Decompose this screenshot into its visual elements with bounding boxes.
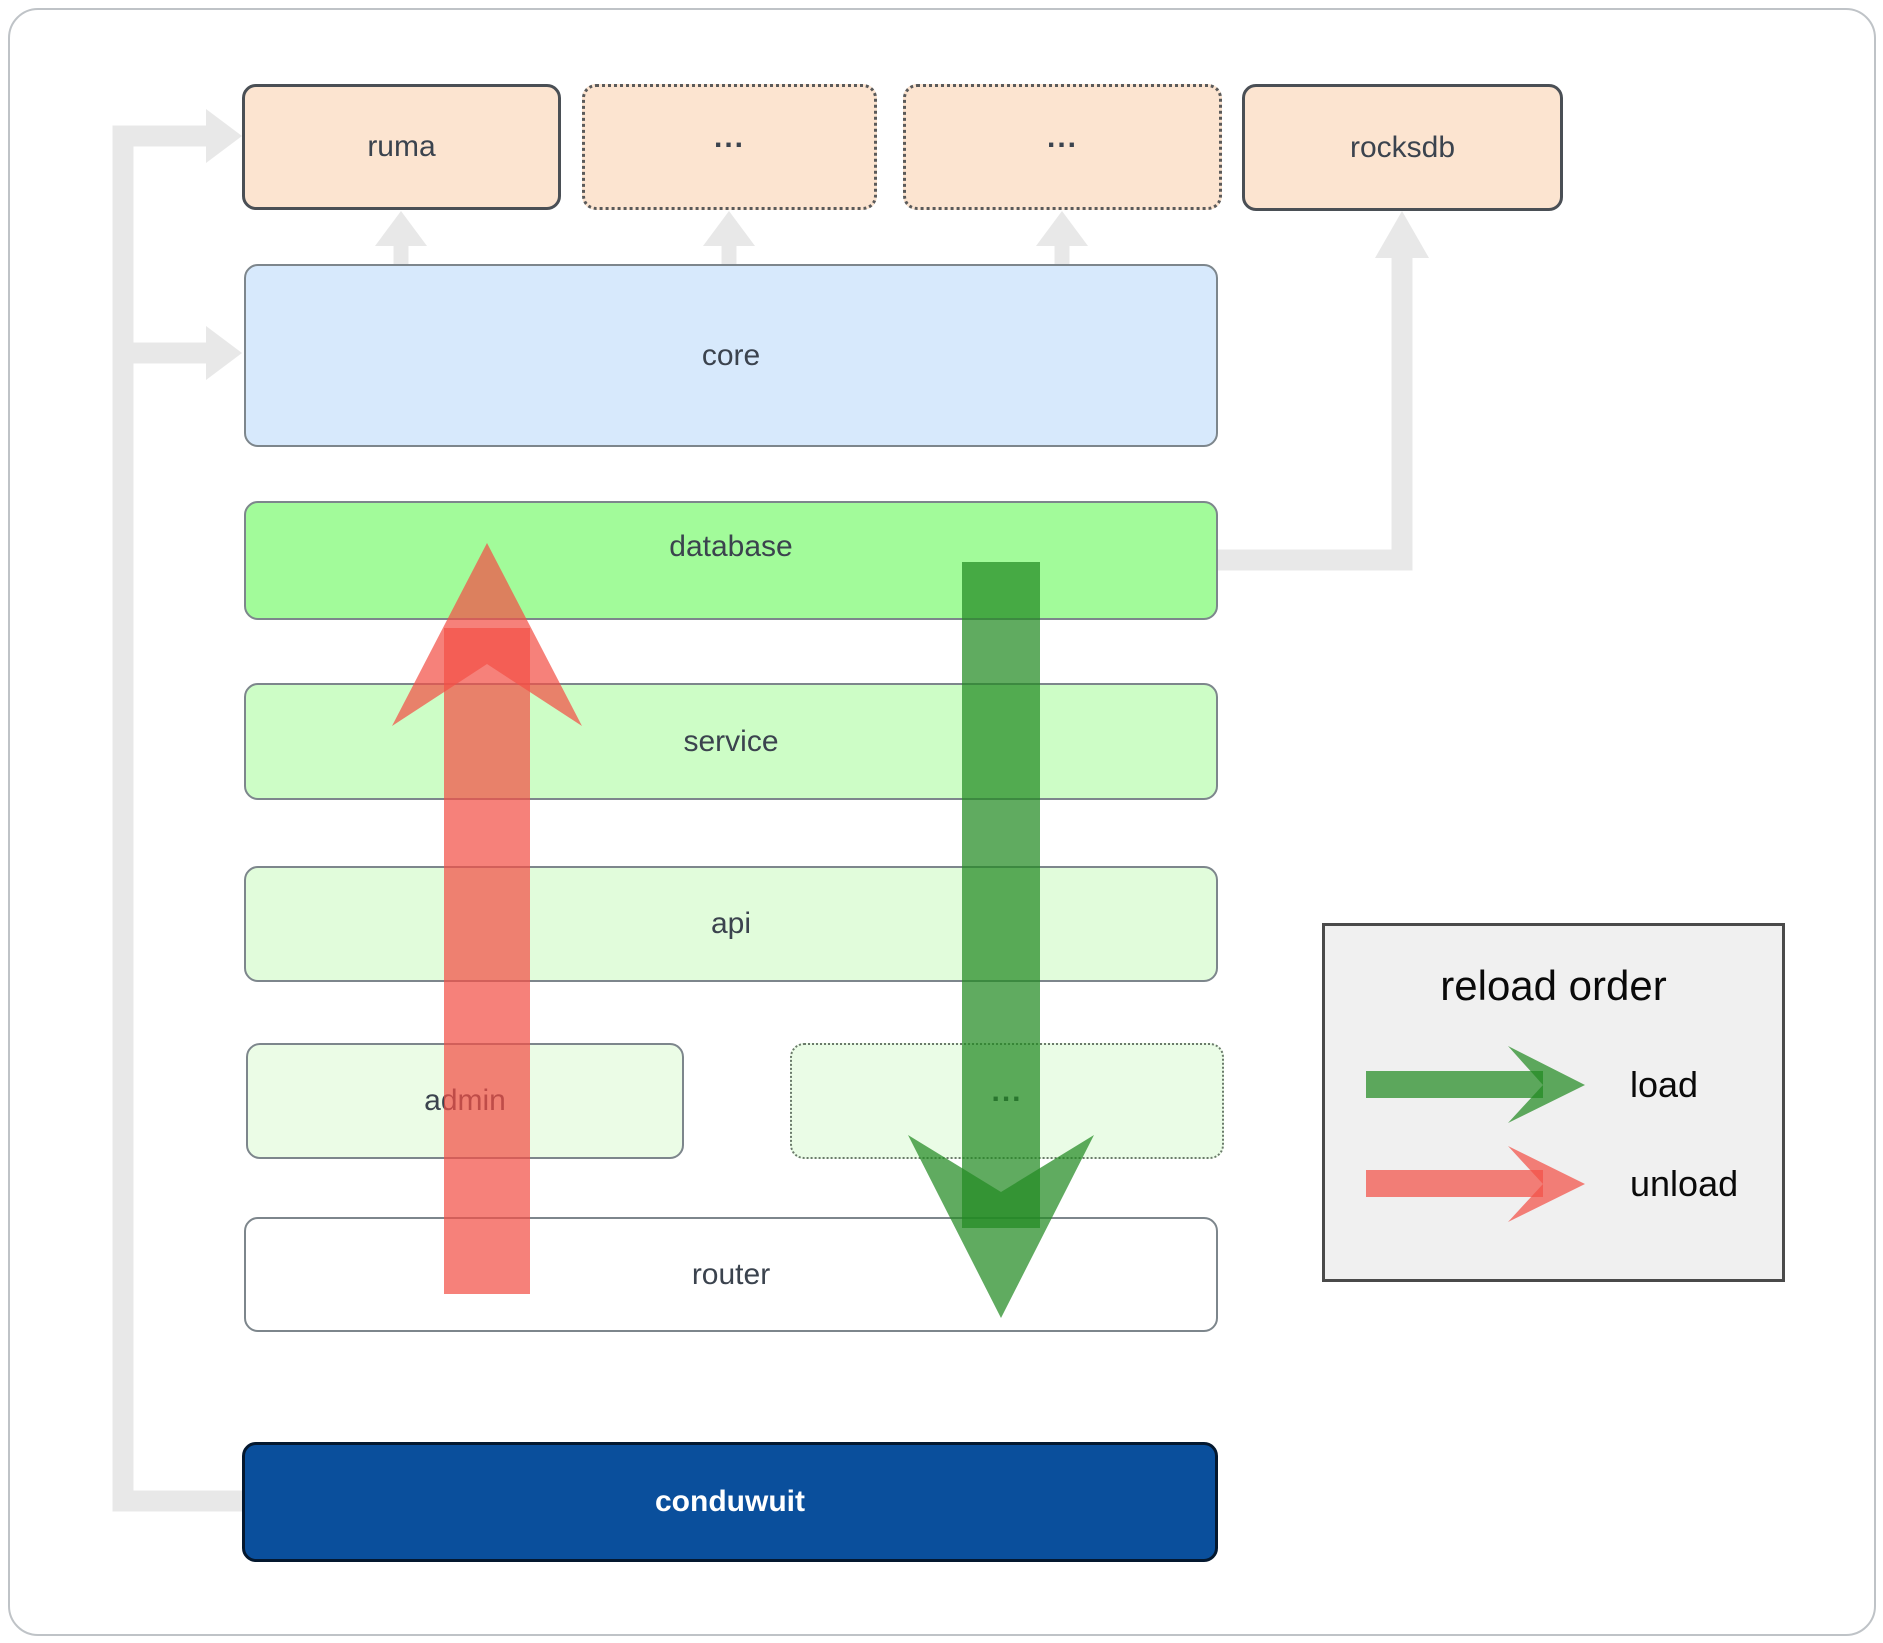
node-ellipsis-2: ... — [903, 84, 1222, 210]
node-admin-label: admin — [424, 1084, 506, 1117]
diagram-outer-border — [8, 8, 1876, 1636]
node-rocksdb: rocksdb — [1242, 84, 1563, 211]
node-api-label: api — [710, 907, 752, 940]
legend-load-arrow-shaft — [1366, 1071, 1543, 1098]
node-router: router — [244, 1217, 1218, 1332]
node-admin: admin — [246, 1043, 684, 1159]
legend-label-load: load — [1630, 1064, 1699, 1105]
node-ellipsis-3: ... — [790, 1043, 1224, 1159]
node-ellipsis-2-label: ... — [1046, 121, 1078, 154]
node-ruma: ruma — [242, 84, 561, 210]
node-conduwuit: conduwuit — [242, 1442, 1218, 1562]
legend-load-arrow-head — [1508, 1046, 1585, 1123]
node-service: service — [244, 683, 1218, 800]
node-database: database — [244, 501, 1218, 620]
node-ellipsis-3-label: ... — [991, 1075, 1023, 1108]
legend-unload-arrow-head — [1508, 1146, 1585, 1222]
node-service-label: service — [683, 724, 779, 758]
node-conduwuit-label: conduwuit — [655, 1485, 805, 1518]
node-ellipsis-1-label: ... — [713, 121, 745, 154]
legend-title: reload order — [1440, 962, 1667, 1009]
node-core-label: core — [701, 338, 761, 372]
node-router-label: router — [691, 1257, 771, 1291]
node-ellipsis-1: ... — [582, 84, 877, 210]
legend-label-unload: unload — [1630, 1163, 1739, 1204]
node-ruma-label: ruma — [367, 130, 436, 163]
node-rocksdb-label: rocksdb — [1349, 130, 1456, 164]
node-api: api — [244, 866, 1218, 982]
node-database-label: database — [669, 529, 793, 563]
legend-reload-order: reload order load unload — [1322, 923, 1785, 1282]
legend-unload-arrow-shaft — [1366, 1170, 1543, 1197]
node-core: core — [244, 264, 1218, 447]
